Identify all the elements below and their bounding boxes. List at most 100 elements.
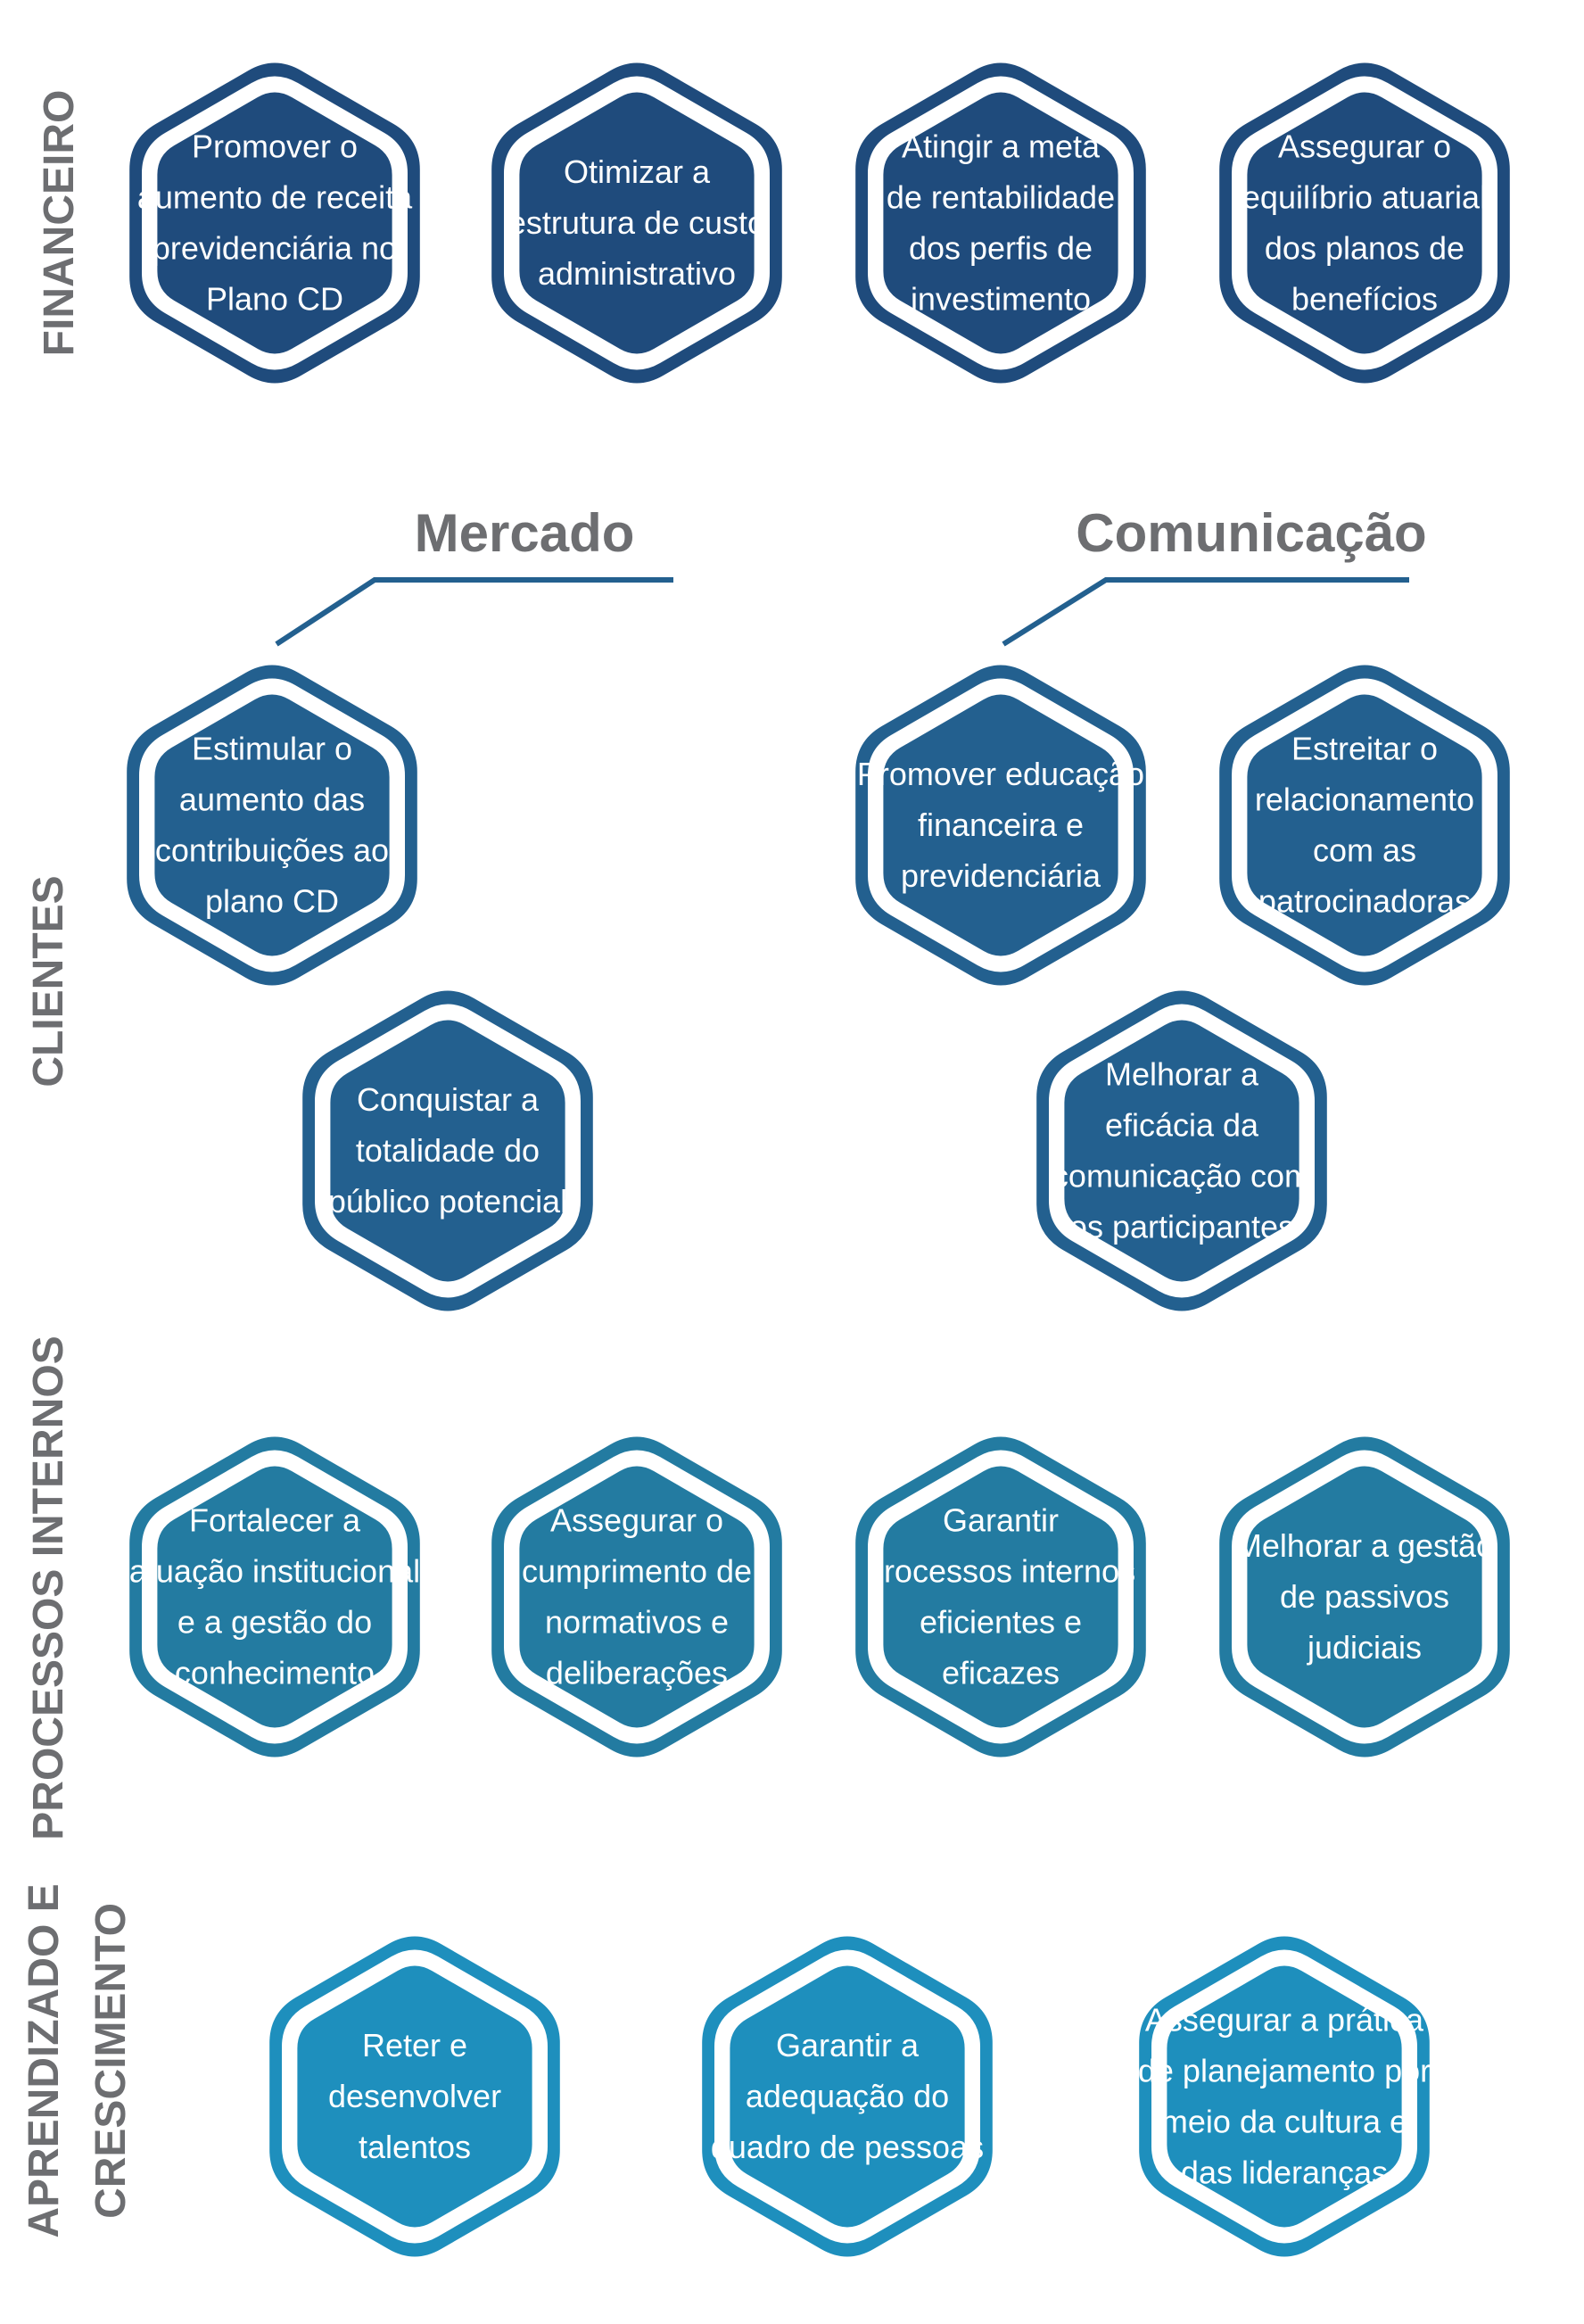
connector-comunicacao — [1002, 577, 1409, 647]
objective-processos-2-text-line: cumprimento de — [522, 1553, 752, 1590]
connector-mercado — [275, 577, 673, 647]
objective-aprendizado-2-text-line: Garantir a — [776, 2027, 920, 2063]
perspective-label-aprendizado-line2: CRESCIMENTO — [87, 1903, 135, 2219]
objective-financeiro-3-text-line: dos perfis de — [909, 230, 1093, 267]
objective-financeiro-1-fill — [157, 92, 392, 354]
objective-financeiro-1-text-line: Plano CD — [206, 281, 343, 318]
objective-comunicacao-3: Melhorar a eficácia da comunicação com os p… — [1036, 990, 1327, 1311]
objective-processos-2-text-line: Assegurar o — [550, 1502, 723, 1539]
objective-comunicacao-3-text-line: os participantes — [1069, 1209, 1294, 1245]
objective-processos-1-text-line: Fortalecer a — [189, 1502, 361, 1539]
objective-processos-3-fill — [883, 1466, 1118, 1728]
objective-aprendizado-3-fill — [1167, 1965, 1402, 2228]
objective-mercado-1-fill — [154, 694, 390, 956]
objective-processos-3-text-line: processos internos — [866, 1553, 1135, 1590]
objective-financeiro-3-text-line: Atingir a meta — [902, 128, 1101, 165]
group-title-comunicacao: Comunicação — [1076, 503, 1426, 563]
objective-processos-3: Garantir processos internos eficientes e ef… — [855, 1436, 1146, 1757]
objective-aprendizado-2-fill — [730, 1965, 965, 2228]
objective-aprendizado-3-text-line: das lideranças — [1181, 2154, 1388, 2191]
objective-processos-1-fill — [157, 1466, 392, 1728]
objective-comunicacao-1-text-line: Promover educação — [857, 756, 1144, 792]
objective-financeiro-1-text-line: Promover o — [192, 128, 358, 165]
objective-financeiro-1-text-line: previdenciária no — [153, 230, 397, 267]
objective-financeiro-2-text-line: Otimizar a — [564, 153, 711, 190]
objective-aprendizado-3-text-line: Assegurar a prática — [1145, 2002, 1424, 2039]
perspective-label-aprendizado: APRENDIZADO E CRESCIMENTO — [21, 1883, 135, 2237]
objective-processos-4-text-line: de passivos — [1280, 1578, 1449, 1615]
objective-mercado-2-text-line: totalidade do — [356, 1132, 540, 1169]
objective-aprendizado-1-fill — [297, 1965, 532, 2228]
objective-aprendizado-1-text-line: talentos — [359, 2129, 471, 2165]
objective-comunicacao-3-text-line: eficácia da — [1105, 1107, 1259, 1144]
objective-financeiro-2-text-line: estrutura de custo — [508, 204, 765, 241]
objective-aprendizado-2-text-line: quadro de pessoas — [711, 2129, 984, 2165]
objective-mercado-2-text-line: público potencial — [328, 1183, 567, 1220]
objective-processos-4-fill — [1247, 1466, 1482, 1728]
objective-aprendizado-1-text-line: Reter e — [362, 2027, 467, 2063]
objective-mercado-1-text-line: plano CD — [205, 883, 339, 920]
objective-comunicacao-1-text-line: financeira e — [918, 806, 1084, 843]
objective-aprendizado-1: Reter e desenvolver talentos — [269, 1936, 560, 2257]
objective-mercado-1: Estimular o aumento das contribuições ao pl… — [127, 665, 417, 986]
objective-financeiro-1: Promover o aumento de receita previdenciár… — [129, 62, 420, 384]
objective-processos-2: Assegurar o cumprimento de normativos e del… — [491, 1436, 782, 1757]
objective-processos-2-text-line: deliberações — [546, 1655, 728, 1691]
objective-financeiro-1-text-line: aumento de receita — [137, 179, 413, 216]
objective-mercado-1-text-line: aumento das — [179, 782, 365, 818]
objective-comunicacao-3-text-line: Melhorar a — [1105, 1056, 1259, 1093]
objective-processos-2-fill — [519, 1466, 755, 1728]
perspective-label-financeiro: FINANCEIRO — [36, 90, 83, 357]
objective-comunicacao-3-text-line: comunicação com — [1052, 1158, 1311, 1195]
objective-processos-1-text-line: e a gestão do — [177, 1604, 372, 1641]
objective-mercado-1-text-line: Estimular o — [192, 731, 352, 767]
objective-comunicacao-2-fill — [1247, 694, 1482, 956]
objective-mercado-2-text-line: Conquistar a — [357, 1081, 540, 1118]
objective-processos-1-text-line: conhecimento — [175, 1655, 375, 1691]
objective-comunicacao-2: Estreitar o relacionamento com as patrocina… — [1219, 665, 1510, 986]
objective-comunicacao-2-text-line: patrocinadoras — [1258, 883, 1471, 920]
objective-comunicacao-2-text-line: com as — [1313, 832, 1416, 869]
objective-mercado-2: Conquistar a totalidade do público potenci… — [302, 990, 593, 1311]
objective-financeiro-4-text-line: dos planos de — [1265, 230, 1464, 267]
objective-processos-3-text-line: eficazes — [942, 1655, 1060, 1691]
perspective-label-clientes: CLIENTES — [25, 875, 72, 1087]
objective-processos-2-text-line: normativos e — [545, 1604, 729, 1641]
objective-financeiro-3-text-line: de rentabilidade — [887, 179, 1115, 216]
objective-financeiro-4-fill — [1247, 92, 1482, 354]
objective-financeiro-3-text-line: investimento — [911, 281, 1091, 318]
objective-financeiro-3-fill — [883, 92, 1118, 354]
objective-financeiro-4-text-line: benefícios — [1291, 281, 1438, 318]
objective-aprendizado-3: Assegurar a prática de planejamento por me… — [1138, 1936, 1431, 2257]
objective-financeiro-3: Atingir a meta de rentabilidade dos perfis… — [855, 62, 1146, 384]
objective-aprendizado-1-text-line: desenvolver — [328, 2078, 501, 2114]
objective-comunicacao-1-fill — [883, 694, 1118, 956]
objective-comunicacao-2-text-line: relacionamento — [1255, 782, 1474, 818]
objective-aprendizado-2-text-line: adequação do — [746, 2078, 949, 2114]
objective-processos-3-text-line: eficientes e — [920, 1604, 1082, 1641]
objective-comunicacao-3-fill — [1064, 1020, 1299, 1282]
objective-processos-4-text-line: judiciais — [1307, 1629, 1422, 1666]
group-title-mercado: Mercado — [415, 503, 635, 563]
objective-mercado-1-text-line: contribuições ao — [155, 832, 389, 869]
perspective-label-processos: PROCESSOS INTERNOS — [25, 1336, 72, 1840]
objective-financeiro-2: Otimizar a estrutura de custo administrati… — [491, 62, 782, 384]
objective-mercado-2-fill — [330, 1020, 565, 1282]
objective-processos-4-text-line: Melhorar a gestão — [1235, 1527, 1494, 1564]
objective-financeiro-4-text-line: equilíbrio atuarial — [1242, 179, 1487, 216]
objective-comunicacao-1-text-line: previdenciária — [901, 857, 1101, 894]
objective-aprendizado-2: Garantir a adequação do quadro de pessoas — [702, 1936, 993, 2257]
objective-aprendizado-3-text-line: meio da cultura e — [1161, 2104, 1407, 2140]
objective-financeiro-4: Assegurar o equilíbrio atuarial dos planos… — [1219, 62, 1510, 384]
objective-financeiro-2-fill — [519, 92, 755, 354]
objective-processos-4: Melhorar a gestão de passivos judiciais — [1219, 1436, 1510, 1757]
objective-processos-3-text-line: Garantir — [943, 1502, 1059, 1539]
objective-financeiro-2-text-line: administrativo — [538, 255, 736, 292]
objective-comunicacao-2-text-line: Estreitar o — [1291, 731, 1438, 767]
objective-comunicacao-1: Promover educação financeira e previdenciá… — [855, 665, 1146, 986]
objective-financeiro-4-text-line: Assegurar o — [1278, 128, 1451, 165]
objective-aprendizado-3-text-line: de planejamento por — [1138, 2053, 1431, 2089]
objective-hexagons: Promover o aumento de receita previdenciár… — [127, 62, 1510, 2257]
